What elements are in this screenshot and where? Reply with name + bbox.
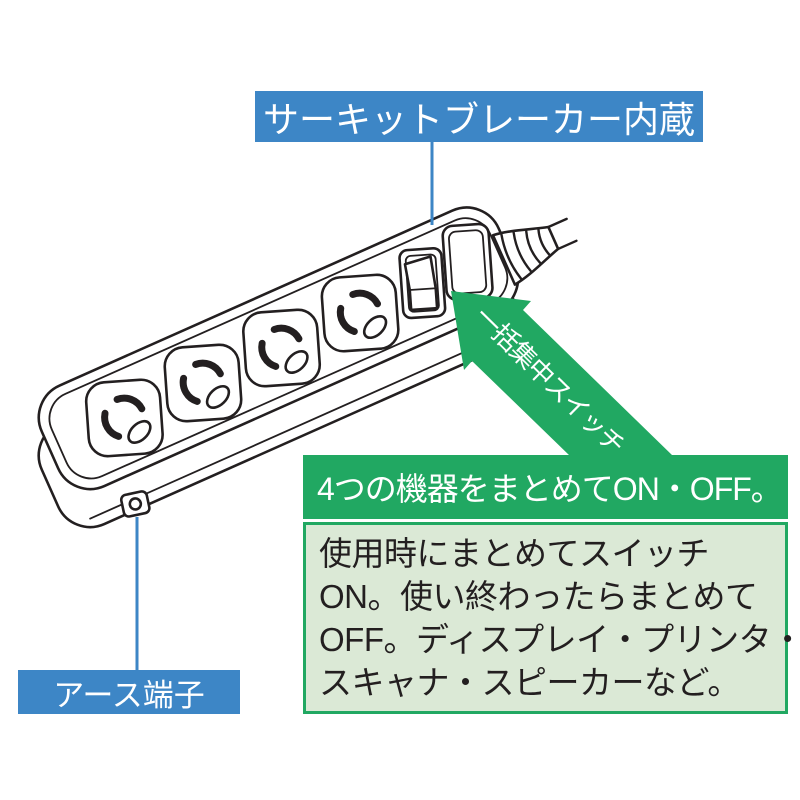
callout-body: 使用時にまとめてスイッチ ON。使い終わったらまとめて OFF。ディスプレイ・プ…: [303, 522, 800, 714]
callout-body-line: スキャナ・スピーカーなど。: [319, 664, 740, 701]
rocker: [403, 255, 439, 312]
boot-wrinkle: [500, 233, 523, 280]
power-cord: [547, 217, 578, 251]
boot-wrinkle: [537, 228, 552, 257]
callout-body-line: 使用時にまとめてスイッチ: [319, 535, 710, 572]
circuit-breaker-label: サーキットブレーカー内蔵: [255, 91, 703, 142]
outlet-2: [163, 343, 243, 423]
callout-title: 4つの機器をまとめてON・OFF。: [303, 455, 788, 519]
master-switch: [398, 246, 447, 320]
outlet-1: [84, 378, 164, 458]
power-strip-side-groove: [89, 337, 496, 520]
boot-wrinkle: [512, 231, 532, 273]
callout-body-line: ON。使い終わったらまとめて: [319, 578, 758, 615]
power-strip-top-inset: [48, 217, 509, 480]
power-strip-illustration: [37, 206, 578, 529]
outlet-3: [242, 308, 322, 388]
outlet-4: [320, 273, 400, 353]
earth-terminal-label: アース端子: [18, 670, 240, 714]
callout-arrow: [451, 291, 673, 456]
boot-wrinkle: [525, 230, 542, 265]
breaker-panel: [441, 222, 494, 302]
earth-terminal: [119, 490, 151, 518]
callout-body-line: OFF。ディスプレイ・プリンタ・: [319, 621, 800, 658]
